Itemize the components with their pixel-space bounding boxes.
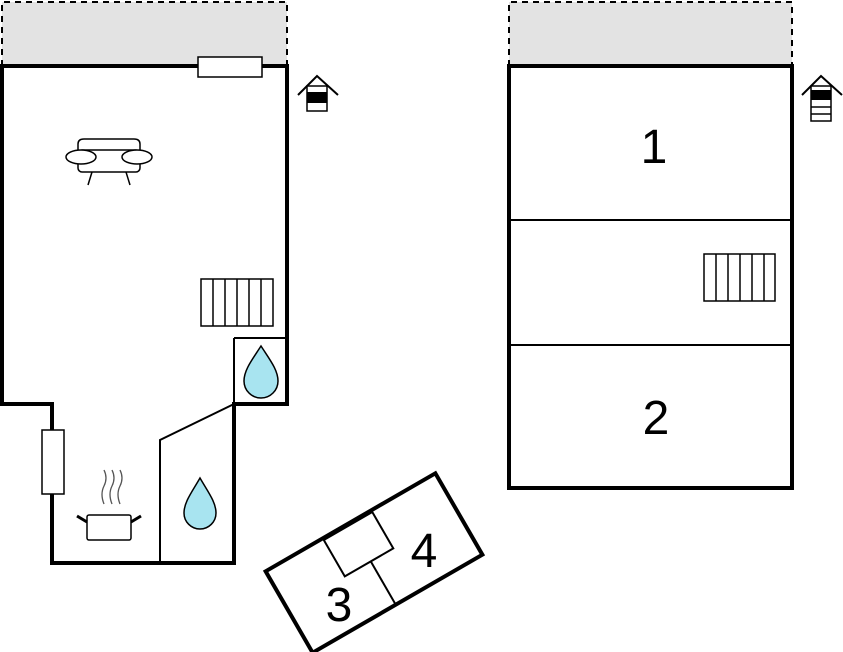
terrace-area — [509, 2, 792, 66]
water-drop-icon — [183, 476, 217, 530]
terrace-outline — [508, 1, 793, 66]
room-label: 3 — [326, 579, 353, 632]
annex-walls — [262, 470, 486, 652]
annex-plan — [262, 470, 486, 652]
room-label: 1 — [641, 121, 668, 174]
cooking-pot-icon — [76, 469, 142, 541]
upper-floor-plan: 1 2 — [507, 1, 794, 490]
ground-floor-plan — [0, 1, 289, 565]
stairs-icon — [703, 253, 776, 302]
window-icon — [197, 56, 263, 78]
room-label: 2 — [643, 392, 670, 445]
window-icon — [41, 429, 65, 495]
upper-floor-walls — [507, 64, 794, 490]
room-label: 4 — [411, 525, 438, 578]
shower-partition — [159, 403, 235, 563]
annex-inner-room — [322, 510, 395, 578]
house-floor-indicator-icon — [801, 74, 843, 122]
house-floor-indicator-icon — [297, 74, 339, 112]
terrace-area — [2, 2, 287, 66]
water-drop-icon — [243, 344, 279, 399]
ground-floor-walls — [0, 64, 289, 565]
annex-divider — [369, 560, 397, 606]
sofa-icon — [65, 138, 153, 186]
stairs-icon — [200, 278, 274, 327]
